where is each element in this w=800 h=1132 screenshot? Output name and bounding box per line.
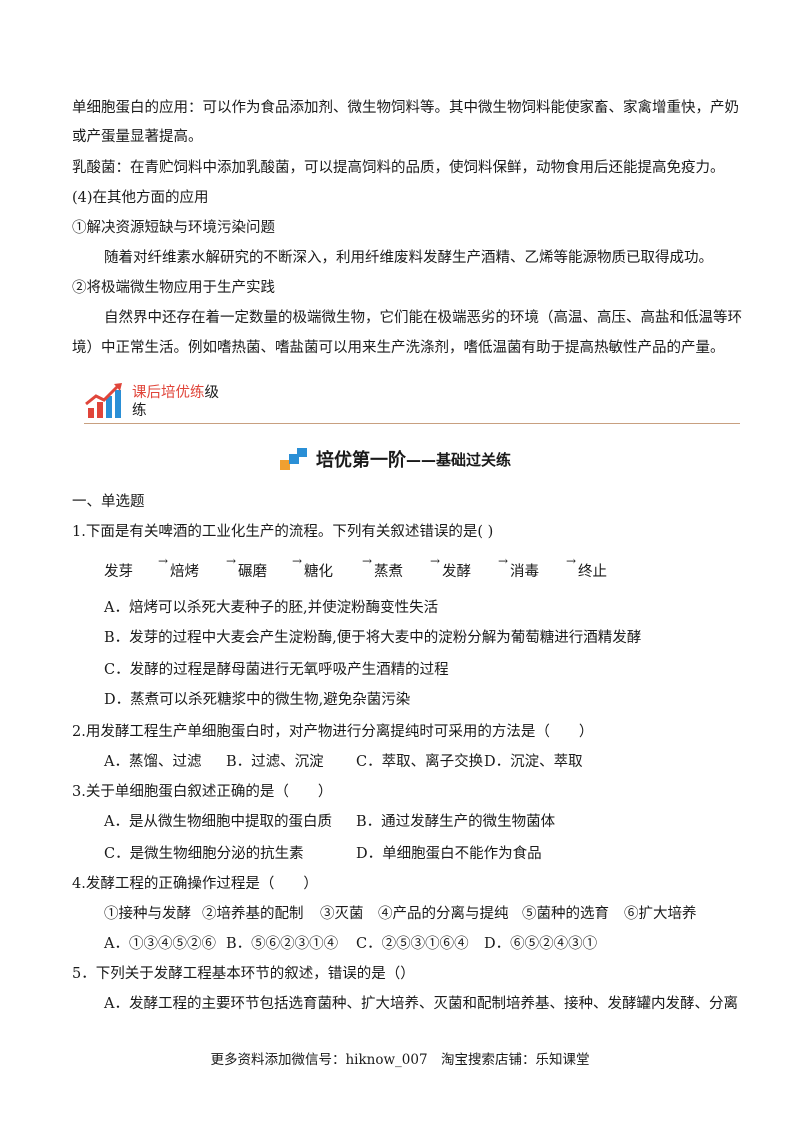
subheading: (4)在其他方面的应用 [72, 190, 209, 206]
steps-icon [280, 448, 307, 470]
arrow-icon: → [158, 554, 169, 568]
flow-step: 终止 [578, 564, 607, 580]
flow-step: 焙烤 [170, 564, 199, 580]
text-line: 单细胞蛋白的应用：可以作为食品添加剂、微生物饲料等。其中微生物饲料能使家畜、家禽… [72, 100, 739, 116]
option-a[interactable]: A．蒸馏、过滤 [104, 754, 202, 770]
flow-step: 发芽 [104, 564, 133, 580]
growth-chart-icon [85, 383, 122, 418]
option-c[interactable]: C．②⑤③①⑥④ [356, 936, 469, 952]
flow-step: 发酵 [442, 564, 471, 580]
step-item: ⑥扩大培养 [624, 906, 697, 922]
text-line: 或产蛋量显著提高。 [72, 129, 203, 145]
arrow-icon: → [226, 554, 237, 568]
question-stem: 3.关于单细胞蛋白叙述正确的是（ ） [72, 784, 333, 800]
section-title: 培优第一阶——基础过关练 [280, 444, 511, 474]
option-d[interactable]: D．蒸煮可以杀死糖浆中的微生物,避免杂菌污染 [104, 692, 411, 708]
divider [84, 423, 740, 424]
text-line: 境）中正常生活。例如嗜热菌、嗜盐菌可以用来生产洗涤剂，嗜低温菌有助于提高热敏性产… [72, 340, 725, 356]
option-b[interactable]: B．过滤、沉淀 [226, 754, 324, 770]
option-c[interactable]: C．是微生物细胞分泌的抗生素 [104, 846, 304, 862]
process-flow: 发芽 → 焙烤 → 碾磨 → 糖化 → 蒸煮 → 发酵 → 消毒 → 终止 [104, 554, 624, 582]
option-a[interactable]: A．①③④⑤②⑥ [104, 936, 216, 952]
section-banner: 课后培优练级 练 [84, 378, 740, 424]
question-stem: 5．下列关于发酵工程基本环节的叙述，错误的是（） [72, 966, 415, 982]
option-a[interactable]: A．发酵工程的主要环节包括选育菌种、扩大培养、灭菌和配制培养基、接种、发酵罐内发… [104, 996, 738, 1012]
flow-step: 蒸煮 [374, 564, 403, 580]
subheading: ②将极端微生物应用于生产实践 [72, 280, 275, 296]
option-c[interactable]: C．发酵的过程是酵母菌进行无氧呼吸产生酒精的过程 [104, 662, 449, 678]
question-stem: 4.发酵工程的正确操作过程是（ ） [72, 876, 318, 892]
arrow-icon: → [292, 554, 303, 568]
option-d[interactable]: D．沉淀、萃取 [484, 754, 583, 770]
arrow-icon: → [566, 554, 577, 568]
arrow-icon: → [430, 554, 441, 568]
question-stem: 2.用发酵工程生产单细胞蛋白时，对产物进行分离提纯时可采用的方法是（ ） [72, 724, 594, 740]
subheading: ①解决资源短缺与环境污染问题 [72, 220, 275, 236]
option-c[interactable]: C．萃取、离子交换 [356, 754, 484, 770]
option-b[interactable]: B．发芽的过程中大麦会产生淀粉酶,便于将大麦中的淀粉分解为葡萄糖进行酒精发酵 [104, 630, 642, 646]
step-item: ⑤菌种的选育 [522, 906, 609, 922]
option-a[interactable]: A．是从微生物细胞中提取的蛋白质 [104, 814, 332, 830]
text-line: 随着对纤维素水解研究的不断深入，利用纤维废料发酵生产酒精、乙烯等能源物质已取得成… [104, 250, 713, 266]
flow-step: 糖化 [304, 564, 333, 580]
step-item: ③灭菌 [320, 906, 364, 922]
option-b[interactable]: B．⑤⑥②③①④ [226, 936, 339, 952]
option-b[interactable]: B．通过发酵生产的微生物菌体 [356, 814, 556, 830]
page-footer: 更多资料添加微信号：hiknow_007 淘宝搜索店铺：乐知课堂 [210, 1052, 590, 1068]
step-item: ①接种与发酵 [104, 906, 191, 922]
option-d[interactable]: D．⑥⑤②④③① [484, 936, 598, 952]
arrow-icon: → [498, 554, 509, 568]
question-stem: 1.下面是有关啤酒的工业化生产的流程。下列有关叙述错误的是( ) [72, 524, 494, 540]
step-item: ④产品的分离与提纯 [378, 906, 509, 922]
arrow-icon: → [362, 554, 373, 568]
text-line: 自然界中还存在着一定数量的极端微生物，它们能在极端恶劣的环境（高温、高压、高盐和… [104, 310, 742, 326]
flow-step: 碾磨 [238, 564, 267, 580]
question-type-heading: 一、单选题 [72, 494, 145, 510]
step-item: ②培养基的配制 [202, 906, 304, 922]
flow-step: 消毒 [510, 564, 539, 580]
banner-label: 课后培优练级 练 [132, 385, 219, 419]
text-line: 乳酸菌：在青贮饲料中添加乳酸菌，可以提高饲料的品质，使饲料保鲜，动物食用后还能提… [72, 160, 725, 176]
option-a[interactable]: A．焙烤可以杀死大麦种子的胚,并使淀粉酶变性失活 [104, 600, 439, 616]
option-d[interactable]: D．单细胞蛋白不能作为食品 [356, 846, 542, 862]
